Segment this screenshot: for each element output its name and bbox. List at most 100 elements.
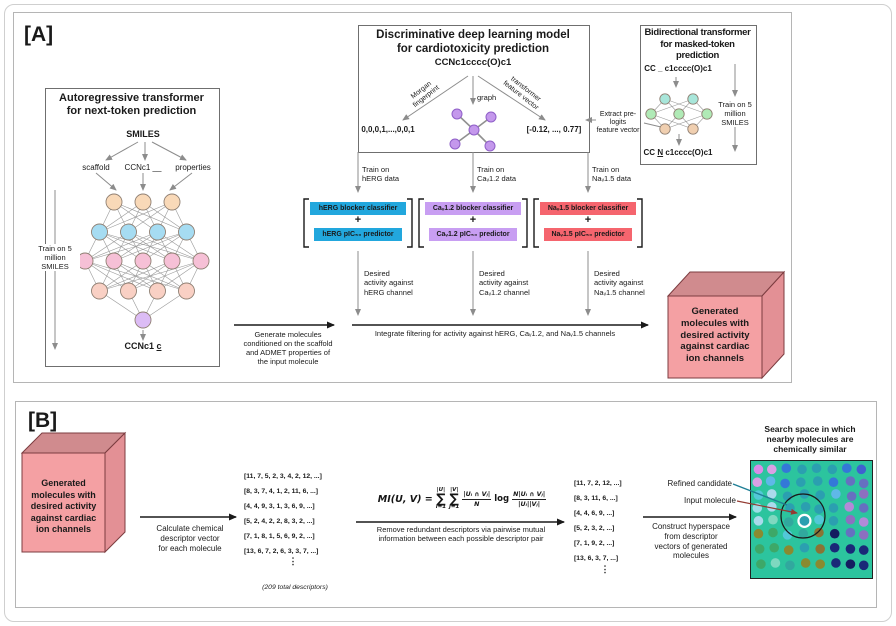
molecule-dot	[766, 464, 777, 475]
desired-activity-cav: Desired activity against Caᵥ1.2 channel	[479, 269, 530, 297]
graph-label: graph	[477, 93, 497, 102]
scaffold-label: scaffold	[82, 163, 110, 172]
network-node	[192, 252, 210, 270]
molecule-dot	[783, 517, 794, 527]
panel-b-label: [B]	[28, 409, 58, 432]
neighborhood-circle	[780, 493, 826, 539]
nav-predictor-box: Naᵥ1.5 pIC₅₀ predictor	[544, 228, 632, 241]
molecule-dot	[858, 478, 869, 489]
plus-sign: +	[469, 214, 477, 226]
molecule-dot	[753, 516, 764, 526]
network-node	[645, 108, 657, 120]
molecule-dot	[858, 503, 869, 513]
network-node	[134, 311, 152, 329]
molecule-dot	[753, 528, 764, 539]
molecule-dot	[799, 542, 810, 553]
cav-predictor-box: Caᵥ1.2 pIC₅₀ predictor	[429, 228, 517, 241]
cube-b	[20, 431, 127, 554]
classifier-brackets	[303, 198, 643, 248]
molecule-dot	[846, 491, 857, 502]
cube-a	[666, 270, 786, 380]
calc-descriptor-note: Calculate chemical descriptor vector for…	[156, 524, 224, 553]
figure-frame	[4, 4, 892, 622]
cube-b-label: Generated molecules with desired activit…	[30, 478, 97, 534]
network-node	[105, 252, 123, 270]
molecule-dot	[752, 477, 763, 488]
input-molecule-pointer	[736, 500, 798, 515]
masked-output-smiles: CC N c1cccc(O)c1	[643, 148, 713, 157]
molecule-dot	[845, 514, 856, 525]
molecule-dot	[782, 530, 793, 540]
molecule-dot	[858, 545, 869, 555]
molecule-dot	[829, 542, 840, 553]
molecule-dot	[814, 504, 824, 514]
next-token-output: CCNc1 c	[124, 341, 162, 351]
network-node	[178, 223, 195, 241]
train-label-nav: Train on Naᵥ1.5 data	[592, 165, 632, 184]
mutual-information-formula: MI(U, V) = |U|∑i=1 |V|∑j=1 |Uᵢ ∩ Vⱼ|N lo…	[377, 487, 547, 510]
network-node	[105, 193, 123, 211]
molecule-dot	[765, 476, 776, 486]
molecule-dot	[812, 476, 823, 486]
molecule-dot	[815, 544, 825, 554]
molecule-dot	[781, 463, 792, 473]
molecule-dot	[845, 476, 856, 486]
integrate-filtering-note: Integrate filtering for activity against…	[374, 329, 616, 338]
feature-vector: [-0.12, ..., 0.77]	[526, 125, 582, 134]
search-space-title: Search space in which nearby molecules a…	[764, 424, 856, 455]
molecule-dot	[815, 490, 825, 500]
desired-activity-nav: Desired activity against Naᵥ1.5 channel	[594, 269, 645, 297]
molecule-dot	[828, 516, 839, 526]
search-space-dots	[752, 463, 869, 571]
molecule-dot	[858, 560, 869, 571]
molecule-dot	[754, 544, 765, 554]
molecule-dot	[756, 559, 766, 569]
masked-input-smiles: CC _ c1cccc(O)c1	[644, 64, 712, 73]
molecule-dot	[766, 489, 777, 499]
input-molecule-dot	[797, 513, 812, 528]
molecule-dot	[844, 502, 855, 512]
network-node	[120, 282, 137, 300]
remove-redundant-note: Remove redundant descriptors via pairwis…	[376, 525, 546, 543]
panel-b	[15, 401, 877, 608]
network-node	[91, 282, 108, 300]
molecule-dot	[842, 463, 852, 473]
extract-prelogits-note: Extract pre-logits feature vector	[596, 111, 640, 135]
molecule-dot	[811, 463, 822, 473]
plus-sign: +	[354, 214, 362, 226]
molecule-dot	[783, 545, 794, 555]
smiles-prefix-label: CCNc1 __	[124, 163, 162, 172]
network-node	[178, 282, 195, 300]
train-note-autoregressive: Train on 5 million SMILES	[30, 244, 80, 272]
molecule-dot	[828, 477, 839, 488]
refined-candidate-label: Refined candidate	[667, 479, 733, 488]
bidirectional-title: Bidirectional transformer for masked-tok…	[644, 27, 751, 62]
network-node	[659, 93, 671, 105]
molecule-dot	[753, 464, 764, 475]
molecule-dot	[858, 489, 869, 499]
molecule-dot	[831, 558, 841, 568]
network-node	[149, 282, 166, 300]
nav-classifier-box: Naᵥ1.5 blocker classifier	[540, 202, 636, 215]
discriminative-title: Discriminative deep learning model for c…	[376, 29, 570, 56]
molecule-dot	[768, 514, 778, 525]
network-node	[687, 93, 699, 105]
vertical-ellipsis: ⋮	[600, 564, 610, 574]
molecule-dot	[770, 558, 781, 568]
network-node	[91, 223, 108, 241]
molecule-dot	[858, 530, 869, 540]
vertical-ellipsis: ⋮	[288, 556, 298, 566]
herg-predictor-box: hERG pIC₅₀ predictor	[314, 228, 402, 241]
train-label-cav: Train on Caᵥ1.2 data	[477, 165, 517, 184]
descriptor-vectors-full: [11, 7, 5, 2, 3, 4, 2, 12, ...] [8, 3, 7…	[244, 473, 322, 555]
molecule-dot	[814, 514, 824, 525]
molecule-graph	[449, 108, 497, 152]
autoregressive-network	[76, 193, 210, 329]
molecule-dot	[766, 502, 777, 512]
plus-sign: +	[584, 214, 592, 226]
molecule-dot	[800, 558, 811, 568]
network-node	[687, 123, 699, 135]
network-node	[701, 108, 713, 120]
cube-a-label: Generated molecules with desired activit…	[680, 306, 750, 365]
